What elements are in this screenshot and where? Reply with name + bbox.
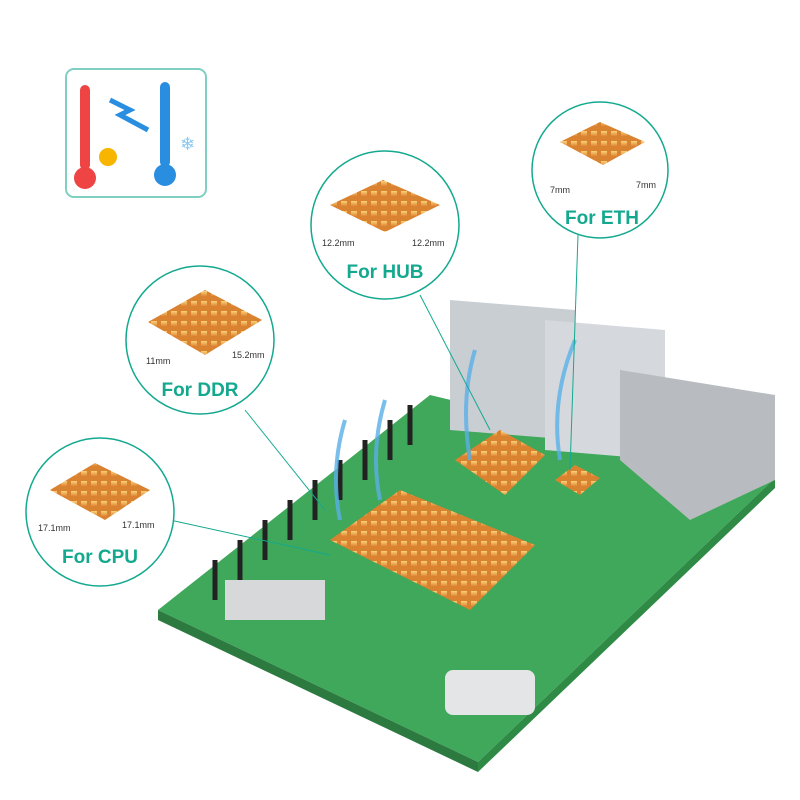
ddr-dim-b: 15.2mm (232, 350, 265, 360)
cpu-label: For CPU (62, 547, 138, 568)
ddr-dim-a: 11mm (146, 356, 171, 366)
leader-lines (169, 234, 579, 556)
cpu-heatsink (330, 490, 535, 610)
hub-heatsink (455, 430, 545, 495)
thermometer-hot-cold-icon: ❄ (65, 68, 207, 198)
eth-callout-circle (531, 101, 669, 239)
cpu-dim-a: 17.1mm (38, 523, 71, 533)
eth-heatsink (555, 465, 600, 495)
cpu-dim-b: 17.1mm (122, 520, 155, 530)
eth-dim-b: 7mm (636, 180, 656, 190)
heatsink-thumbnails (50, 122, 645, 520)
svg-text:❄: ❄ (180, 134, 195, 154)
hub-dim-a: 12.2mm (322, 238, 355, 248)
hub-dim-b: 12.2mm (412, 238, 445, 248)
eth-label: For ETH (565, 208, 639, 229)
raspberry-pi-board (158, 300, 775, 772)
eth-dim-a: 7mm (550, 185, 570, 195)
ddr-label: For DDR (161, 380, 239, 401)
hub-label: For HUB (346, 262, 424, 283)
